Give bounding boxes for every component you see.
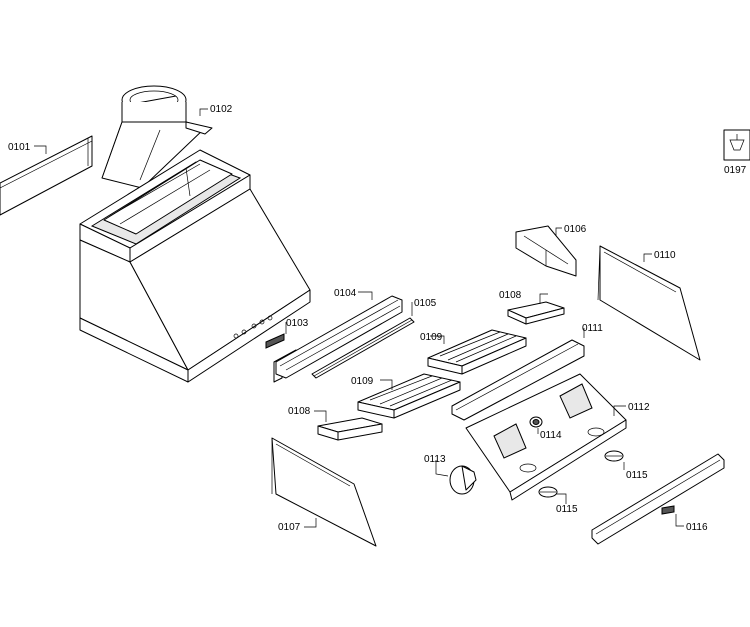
part-hood-body [79,149,311,383]
label-0106: 0106 [564,224,587,235]
part-0108-lower-filter-frame [317,417,383,441]
part-0108-upper-filter-frame [507,301,565,325]
label-0116: 0116 [686,522,708,533]
part-0101-panel [0,135,93,216]
label-0114: 0114 [540,430,562,441]
part-0109-lower-grease-filter [357,373,461,419]
part-0116-front-rail [591,453,725,545]
label-0111: 0111 [582,323,603,334]
label-0104: 0104 [334,288,357,299]
part-0110-side-panel [597,245,701,361]
label-0115-bottom: 0115 [556,504,578,515]
label-0109-upper: 0109 [420,332,443,343]
part-0114-knob [529,416,543,428]
part-0109-upper-grease-filter [427,329,527,375]
label-0113: 0113 [424,454,446,465]
label-0107: 0107 [278,522,301,533]
label-0101: 0101 [8,142,31,153]
label-0109-lower: 0109 [351,376,374,387]
part-0104-rail [275,295,403,379]
leader-lines [34,108,684,528]
label-0102: 0102 [210,104,233,115]
part-0111-angle-rail [451,339,585,421]
part-0105-strip [311,317,415,379]
label-0108-upper: 0108 [499,290,522,301]
part-0107-side-panel [271,437,377,547]
label-0108-lower: 0108 [288,406,311,417]
part-0197-symbol [723,129,750,161]
label-0115-right: 0115 [626,470,648,481]
label-0103: 0103 [286,318,309,329]
part-0115-clip-bottom [538,486,558,498]
label-0197: 0197 [724,165,747,176]
label-0112: 0112 [628,402,650,413]
part-0106-channel [515,225,577,277]
part-0102-duct-transition [101,85,213,189]
label-0105: 0105 [414,298,437,309]
part-0115-clip-right [604,450,624,462]
part-0112-plate [465,373,627,501]
part-0113-lamp [449,465,477,495]
label-0110: 0110 [654,250,676,261]
